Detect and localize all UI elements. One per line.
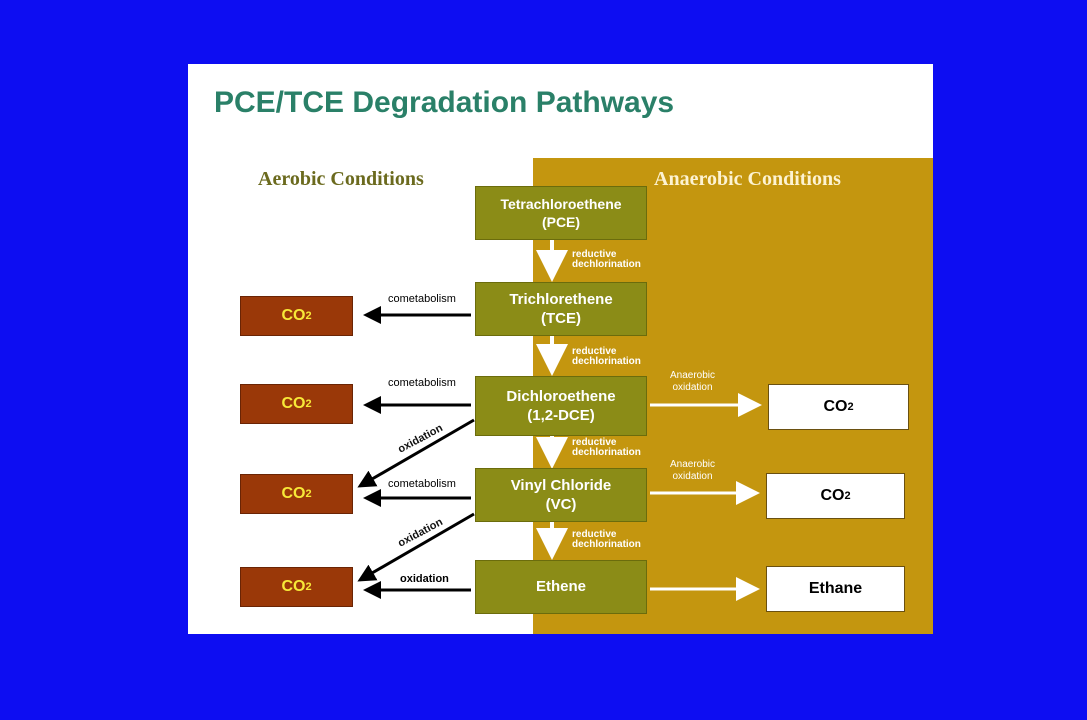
node-vc-abbr: (VC) bbox=[545, 496, 577, 513]
co2-aerobic-4-base: CO bbox=[281, 578, 306, 595]
pathway-arrows bbox=[357, 240, 762, 601]
anaerobic-oxidation-label-2-line1: Anaerobic bbox=[670, 459, 716, 470]
anaerobic-oxidation-label-1-line1: Anaerobic bbox=[670, 370, 716, 381]
co2-aerobic-1-base: CO bbox=[281, 307, 306, 324]
co2-anaerobic-2-sub: 2 bbox=[844, 490, 851, 502]
co2-aerobic-1-sub: 2 bbox=[305, 310, 312, 322]
node-tce-abbr: (TCE) bbox=[541, 310, 581, 327]
step-label-3-line1: reductive bbox=[572, 437, 617, 448]
node-dce: Dichloroethene (1,2-DCE) bbox=[475, 376, 647, 436]
co2-anaerobic-2-base: CO bbox=[820, 487, 845, 504]
co2-aerobic-2-sub: 2 bbox=[305, 398, 312, 410]
node-vc-name: Vinyl Chloride bbox=[510, 476, 612, 494]
step-label-4-line1: reductive bbox=[572, 529, 617, 540]
node-dce-name: Dichloroethene bbox=[506, 387, 616, 405]
step-label-1: reductive dechlorination bbox=[572, 250, 641, 270]
arrow-dce-oxidation bbox=[357, 418, 475, 488]
anaerobic-oxidation-label-2-line2: oxidation bbox=[672, 471, 713, 482]
co2-aerobic-3-base: CO bbox=[281, 485, 306, 502]
co2-anaerobic-1-sub: 2 bbox=[847, 401, 854, 413]
co2-aerobic-4-sub: 2 bbox=[305, 581, 312, 593]
cometabolism-label-2: cometabolism bbox=[388, 377, 456, 389]
node-dce-abbr: (1,2-DCE) bbox=[527, 407, 595, 424]
node-tce-name: Trichlorethene bbox=[509, 290, 613, 308]
step-label-4: reductive dechlorination bbox=[572, 530, 641, 550]
anaerobic-oxidation-label-1-line2: oxidation bbox=[672, 382, 713, 393]
aerobic-conditions-label: Aerobic Conditions bbox=[258, 168, 424, 190]
anaerobic-conditions-label: Anaerobic Conditions bbox=[654, 168, 841, 190]
arrow-vc-oxidation bbox=[357, 512, 475, 582]
co2-aerobic-2-base: CO bbox=[281, 395, 306, 412]
anaerobic-oxidation-label-1: Anaerobic oxidation bbox=[670, 370, 715, 394]
node-pce-name: Tetrachloroethene bbox=[500, 195, 622, 212]
page-title: PCE/TCE Degradation Pathways bbox=[214, 86, 675, 119]
step-label-2-line2: dechlorination bbox=[572, 356, 641, 367]
oxidation-straight-label: oxidation bbox=[400, 573, 449, 585]
node-tce: Trichlorethene (TCE) bbox=[475, 282, 647, 336]
step-label-2-line1: reductive bbox=[572, 346, 617, 357]
step-label-3: reductive dechlorination bbox=[572, 438, 641, 458]
co2-aerobic-3-sub: 2 bbox=[305, 488, 312, 500]
slide: PCE/TCE Degradation Pathways Aerobic Con… bbox=[188, 64, 933, 634]
step-label-1-line1: reductive bbox=[572, 249, 617, 260]
node-vc: Vinyl Chloride (VC) bbox=[475, 468, 647, 522]
step-label-3-line2: dechlorination bbox=[572, 447, 641, 458]
cometabolism-label-3: cometabolism bbox=[388, 478, 456, 490]
node-ethene: Ethene bbox=[475, 560, 647, 614]
step-label-2: reductive dechlorination bbox=[572, 347, 641, 367]
node-ethene-name: Ethene bbox=[535, 578, 586, 596]
step-label-1-line2: dechlorination bbox=[572, 259, 641, 270]
co2-anaerobic-1-base: CO bbox=[823, 398, 848, 415]
step-label-4-line2: dechlorination bbox=[572, 539, 641, 550]
ethane-box: Ethane bbox=[766, 566, 905, 612]
ethane-label: Ethane bbox=[808, 580, 863, 597]
node-pce: Tetrachloroethene (PCE) bbox=[475, 186, 647, 240]
anaerobic-oxidation-label-2: Anaerobic oxidation bbox=[670, 459, 715, 483]
cometabolism-label-1: cometabolism bbox=[388, 293, 456, 305]
node-pce-abbr: (PCE) bbox=[541, 214, 581, 230]
